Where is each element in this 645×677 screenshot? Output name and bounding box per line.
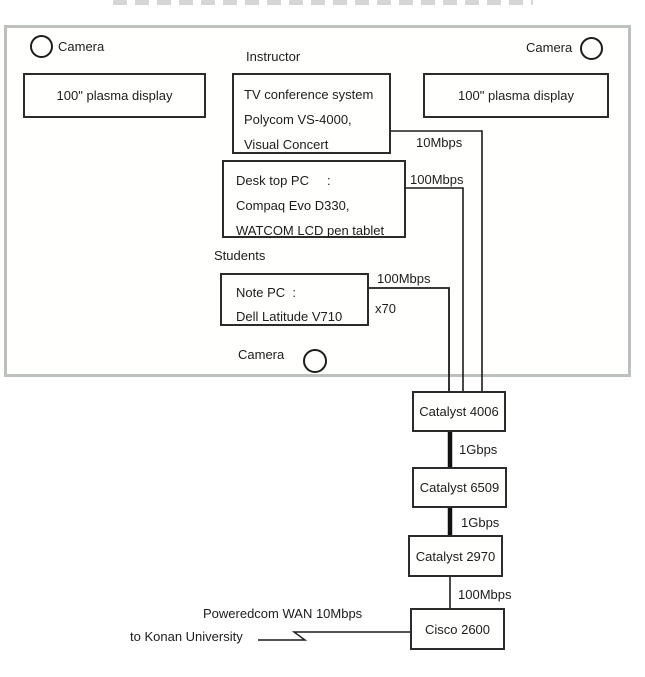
notepc-speed-label: 100Mbps	[377, 271, 431, 286]
catalyst-6509-box: Catalyst 6509	[412, 467, 507, 508]
camera-label-top-right: Camera	[526, 40, 573, 55]
c4006-c6509-speed-label: 1Gbps	[459, 442, 498, 457]
catalyst-2970-box: Catalyst 2970	[408, 535, 503, 577]
c6509-c2970-speed-label: 1Gbps	[461, 515, 500, 530]
plasma-display-right-label: 100" plasma display	[458, 88, 574, 103]
camera-label-bottom: Camera	[238, 347, 285, 362]
wan-destination-label: to Konan University	[130, 629, 243, 644]
tv-conference-line3: Visual Concert	[244, 137, 329, 152]
tv-conference-line2: Polycom VS-4000,	[244, 112, 352, 127]
desktop-pc-box: Desk top PC : Compaq Evo D330, WATCOM LC…	[222, 160, 406, 238]
c2970-c2600-speed-label: 100Mbps	[458, 587, 512, 602]
camera-icon-top-left	[30, 35, 53, 58]
students-label: Students	[214, 248, 266, 263]
wan-label: Poweredcom WAN 10Mbps	[203, 606, 363, 621]
plasma-display-left-box: 100" plasma display	[23, 73, 206, 118]
catalyst-4006-label: Catalyst 4006	[419, 404, 499, 419]
catalyst-4006-box: Catalyst 4006	[412, 391, 506, 432]
tv-conference-line1: TV conference system	[244, 87, 374, 102]
desktop-pc-line1: Desk top PC :	[236, 173, 331, 188]
notepc-count-label: x70	[375, 301, 396, 316]
cisco-2600-label: Cisco 2600	[424, 621, 491, 637]
note-pc-line1: Note PC :	[236, 285, 296, 300]
camera-icon-top-right	[580, 37, 603, 60]
tv-conference-speed-label: 10Mbps	[416, 135, 463, 150]
plasma-display-right-box: 100" plasma display	[423, 73, 609, 118]
note-pc-line2: Dell Latitude V710	[236, 309, 343, 324]
catalyst-2970-label: Catalyst 2970	[415, 548, 496, 564]
cisco-2600-box: Cisco 2600	[410, 608, 505, 650]
camera-icon-bottom	[303, 349, 327, 373]
desktop-speed-label: 100Mbps	[410, 172, 464, 187]
tv-conference-box: TV conference system Polycom VS-4000, Vi…	[232, 73, 391, 154]
camera-label-top-left: Camera	[58, 39, 105, 54]
catalyst-6509-label: Catalyst 6509	[419, 480, 500, 495]
cropped-title-fragment	[113, 0, 533, 5]
note-pc-box: Note PC : Dell Latitude V710	[220, 273, 369, 326]
instructor-label: Instructor	[246, 49, 301, 64]
desktop-pc-line3: WATCOM LCD pen tablet	[236, 223, 385, 238]
desktop-pc-line2: Compaq Evo D330,	[236, 198, 350, 213]
plasma-display-left-label: 100" plasma display	[56, 88, 173, 103]
